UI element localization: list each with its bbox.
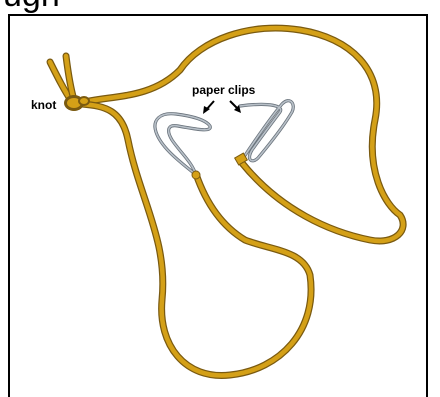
arrow-to-left-clip [203, 101, 214, 114]
string-lower-loop-edge [82, 104, 311, 375]
paper-clip-right [240, 101, 293, 161]
arrow-to-right-clip [230, 101, 241, 113]
clip-left-attachment [192, 171, 200, 179]
label-paper-clips: paper clips [192, 83, 255, 97]
paper-clip-left [155, 114, 210, 175]
label-knot: knot [31, 98, 56, 112]
string-loop [50, 28, 403, 375]
string-lower-loop [82, 104, 311, 375]
knot-shape [64, 95, 90, 111]
